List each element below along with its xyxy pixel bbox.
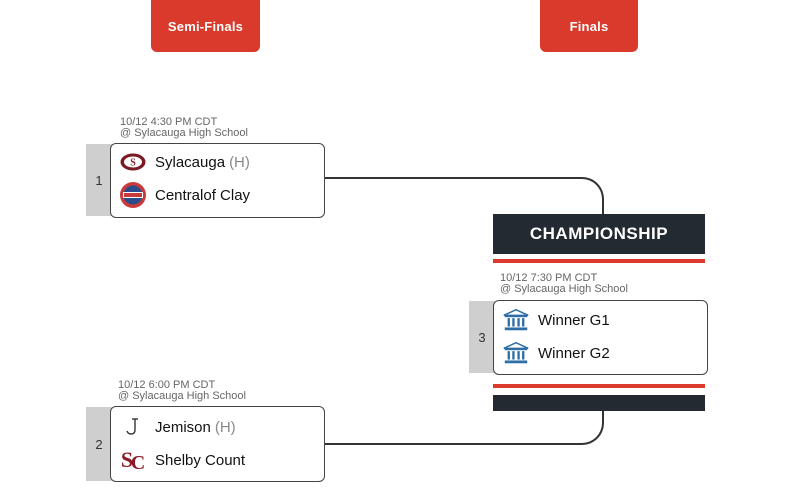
- game1-team1-home: (H): [229, 153, 250, 171]
- bank-building-icon: [502, 340, 530, 366]
- game3-card[interactable]: Winner G1 Winner G2: [493, 300, 708, 375]
- game3-team2[interactable]: Winner G2: [502, 340, 610, 366]
- central-clay-logo-icon: [119, 182, 147, 208]
- game1-team1[interactable]: S Sylacauga (H): [119, 149, 250, 175]
- championship-footer: [493, 395, 705, 411]
- tab-semi-finals[interactable]: Semi-Finals: [151, 0, 260, 52]
- game1-team1-name: Sylacauga: [155, 153, 226, 171]
- game3-seed: 3: [469, 301, 495, 373]
- game3-venue: @ Sylacauga High School: [500, 283, 628, 295]
- game2-card[interactable]: Jemison (H) S C Shelby Count: [110, 406, 325, 482]
- game2-datetime: 10/12 6:00 PM CDT: [118, 379, 216, 391]
- game1-datetime: 10/12 4:30 PM CDT: [120, 116, 218, 128]
- jemison-logo-icon: [119, 414, 147, 440]
- game2-seed: 2: [86, 407, 112, 481]
- championship-top-divider: [493, 259, 705, 263]
- game2-team2-name: Shelby Count: [155, 451, 246, 469]
- connector-game2-to-final: [324, 411, 604, 445]
- game3-team2-name: Winner G2: [538, 344, 610, 362]
- svg-text:S: S: [121, 447, 133, 472]
- game2-venue: @ Sylacauga High School: [118, 390, 246, 402]
- game1-team2[interactable]: Centralof Clay: [119, 182, 254, 208]
- game1-meta: 10/12 4:30 PM CDT @ Sylacauga High Schoo…: [120, 117, 248, 139]
- game3-team1[interactable]: Winner G1: [502, 307, 610, 333]
- tab-finals[interactable]: Finals: [540, 0, 638, 52]
- game3-datetime: 10/12 7:30 PM CDT: [500, 272, 598, 284]
- championship-bottom-divider: [493, 384, 705, 388]
- svg-text:S: S: [130, 158, 136, 169]
- svg-text:C: C: [131, 452, 145, 474]
- bank-building-icon: [502, 307, 530, 333]
- game2-team1-home: (H): [214, 418, 236, 436]
- championship-header: CHAMPIONSHIP: [493, 214, 705, 254]
- game3-meta: 10/12 7:30 PM CDT @ Sylacauga High Schoo…: [500, 273, 628, 295]
- game2-team2[interactable]: S C Shelby Count: [119, 447, 249, 474]
- game2-team1[interactable]: Jemison (H): [119, 414, 236, 440]
- game3-team1-name: Winner G1: [538, 311, 610, 329]
- game1-card[interactable]: S Sylacauga (H) Centralof Clay: [110, 143, 325, 218]
- game1-team2-name: Centralof Clay: [155, 186, 251, 204]
- connector-game1-to-final: [324, 177, 604, 217]
- game1-seed: 1: [86, 144, 112, 216]
- game1-venue: @ Sylacauga High School: [120, 127, 248, 139]
- sylacauga-logo-icon: S: [119, 149, 147, 175]
- game2-team1-name: Jemison: [155, 418, 211, 436]
- game2-meta: 10/12 6:00 PM CDT @ Sylacauga High Schoo…: [118, 380, 246, 402]
- shelby-county-logo-icon: S C: [119, 447, 147, 474]
